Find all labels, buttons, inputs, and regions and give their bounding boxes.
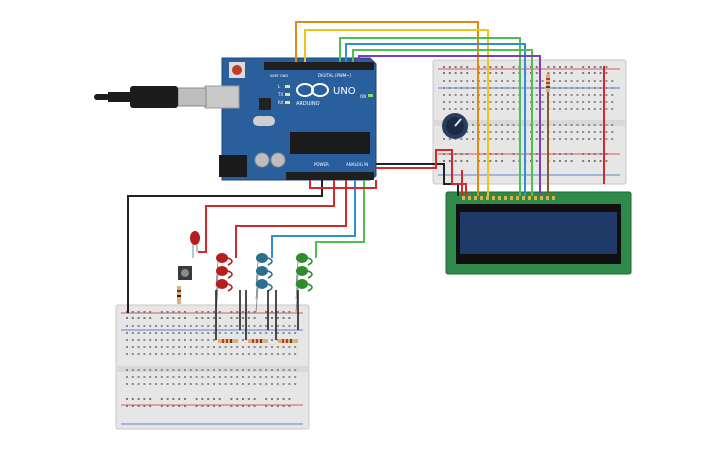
- led-0-1[interactable]: [216, 266, 228, 276]
- led-0-0[interactable]: [216, 253, 228, 263]
- lcd-pin-header: [462, 196, 555, 200]
- led-1-0[interactable]: [256, 253, 268, 263]
- lcd-16x2-display[interactable]: [445, 191, 632, 275]
- resistor-top: [546, 74, 550, 92]
- power-header-label: POWER: [314, 162, 329, 167]
- on-label: ON: [360, 94, 366, 99]
- aref-label: AREF: [270, 74, 279, 78]
- digital-header-label: DIGITAL (PWM~): [318, 73, 352, 78]
- top-breadboard-holes: [443, 66, 614, 162]
- bottom-breadboard[interactable]: [115, 304, 310, 430]
- button-resistor: [177, 286, 181, 304]
- signal-wires: [295, 21, 605, 196]
- arduino-logo-icon: [296, 83, 329, 97]
- led-0-2[interactable]: [216, 279, 228, 289]
- led-groups: [215, 253, 313, 313]
- dc-jack-icon: [219, 155, 247, 177]
- led-1-1[interactable]: [256, 266, 268, 276]
- atmega-chip: [290, 132, 370, 154]
- tx-label: TX: [277, 92, 283, 97]
- gnd-label: GND: [280, 74, 288, 78]
- push-button[interactable]: [178, 266, 192, 280]
- board-brand-label: ARDUINO: [296, 101, 320, 107]
- led-2-1[interactable]: [296, 266, 308, 276]
- board-model-label: UNO: [333, 86, 356, 97]
- potentiometer-icon[interactable]: [442, 113, 468, 139]
- analog-header-label: ANALOG IN: [346, 162, 368, 167]
- usb-port: [204, 85, 240, 109]
- arduino-uno-board[interactable]: UNO ARDUINO DIGITAL (PWM~) POWER ANALOG …: [204, 57, 377, 181]
- led-2-2[interactable]: [296, 279, 308, 289]
- top-breadboard[interactable]: [432, 59, 627, 185]
- usb-cable-icon[interactable]: [94, 86, 207, 108]
- bottom-breadboard-holes: [126, 311, 297, 407]
- red-led[interactable]: [190, 231, 200, 258]
- led-l-label: L: [278, 84, 281, 89]
- reset-button-icon[interactable]: [232, 65, 242, 75]
- led-wires: [127, 180, 377, 313]
- bottom-jumpers: [215, 290, 299, 340]
- bottom-resistors: [218, 339, 298, 343]
- lcd-screen: [460, 212, 617, 254]
- led-2-0[interactable]: [296, 253, 308, 263]
- rx-label: RX: [278, 100, 284, 105]
- led-1-2[interactable]: [256, 279, 268, 289]
